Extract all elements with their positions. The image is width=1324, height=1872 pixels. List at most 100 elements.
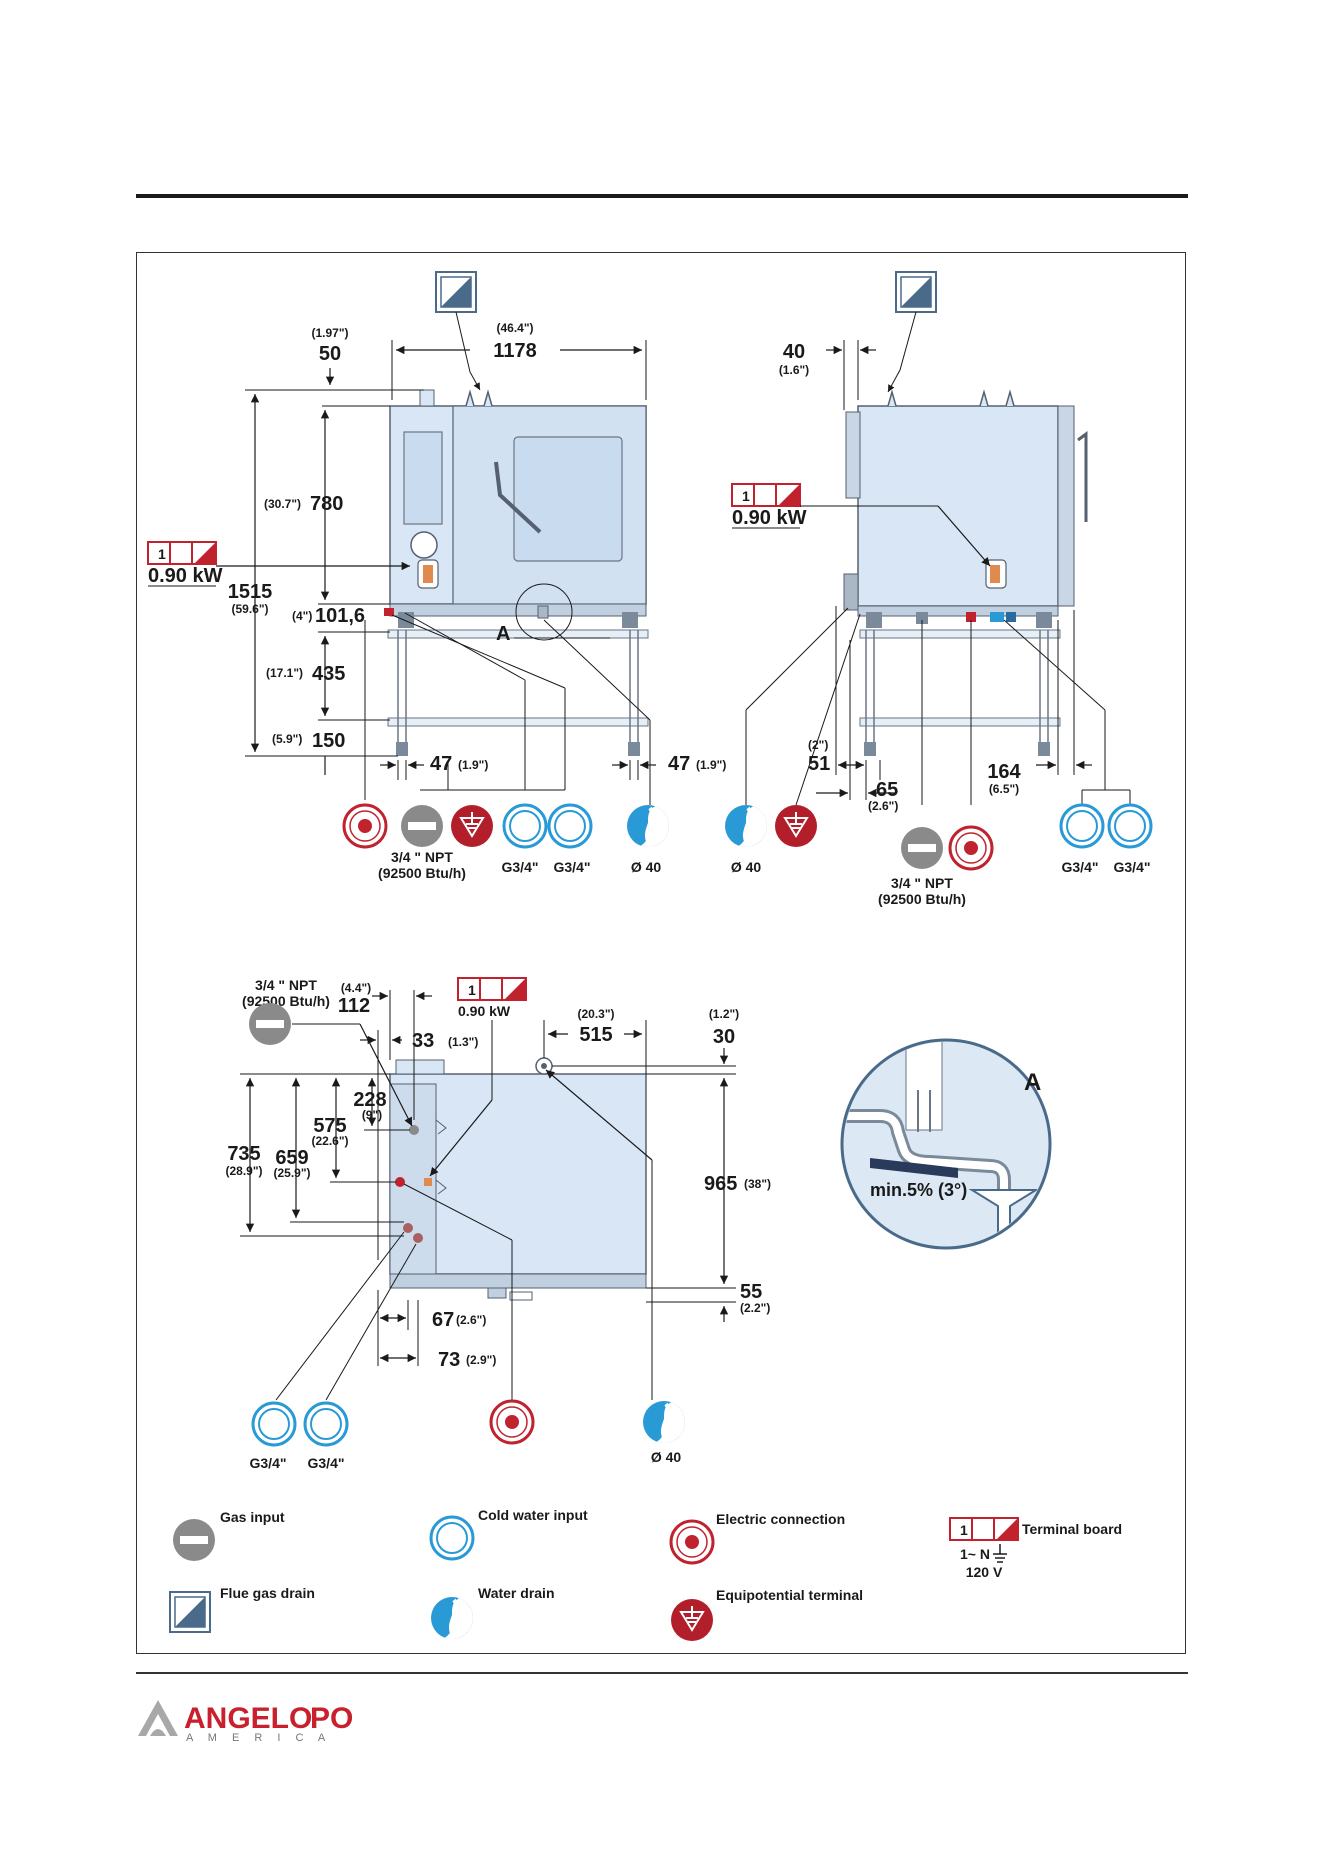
brand-name-1: ANGELO	[184, 1702, 312, 1735]
side-offset2-mm: 65	[876, 779, 898, 801]
top-d67-mm: 67	[432, 1309, 454, 1331]
front-stand-mm: 435	[312, 663, 345, 685]
top-drain-icon	[641, 1399, 693, 1451]
front-oven-height-in: (30.7")	[264, 497, 301, 511]
legend-cold-water: Cold water input	[478, 1507, 588, 1523]
top-terminal-power: 0.90 kW	[458, 1003, 511, 1019]
side-right-in: (6.5")	[989, 782, 1019, 796]
front-right-offset-mm: 47	[668, 753, 690, 775]
front-water-input-icon-1	[502, 803, 548, 849]
front-top-in: (1.97")	[311, 326, 348, 340]
legend-equipotential-icon	[670, 1598, 714, 1642]
legend-electric-icon	[669, 1519, 715, 1565]
top-d965-in: (38")	[744, 1177, 771, 1191]
front-equipotential-icon	[450, 804, 494, 848]
top-d30-mm: 30	[713, 1026, 735, 1048]
front-gas-icon	[401, 805, 443, 847]
detail-a-slope: min.5% (3°)	[870, 1180, 967, 1200]
front-width-in: (46.4")	[496, 321, 533, 335]
top-d965-mm: 965	[704, 1173, 737, 1195]
top-d30-in: (1.2")	[709, 1007, 739, 1021]
side-equipotential-icon	[774, 804, 818, 848]
legend-supply-1: 1~ N	[960, 1546, 990, 1562]
legend-supply-2: 120 V	[966, 1564, 1003, 1580]
front-gas-label-2: (92500 Btu/h)	[378, 865, 466, 881]
side-top-mm: 40	[783, 341, 805, 363]
top-d33-mm: 33	[412, 1030, 434, 1052]
legend-equipotential: Equipotential terminal	[716, 1587, 863, 1603]
front-stand-in: (17.1")	[266, 666, 303, 680]
top-view: 3/4 " NPT (92500 Btu/h) (4.4") 112 1 0.9…	[225, 977, 771, 1471]
top-d67-in: (2.6")	[456, 1313, 486, 1327]
detail-a-label: A	[1024, 1069, 1041, 1096]
brand-logo: ANGELO PO A M E R I C A	[138, 1700, 353, 1744]
top-d735-in: (28.9")	[225, 1164, 262, 1178]
top-d575-in: (22.6")	[311, 1134, 348, 1148]
side-offset1-mm: 51	[808, 753, 830, 775]
side-water-input-icon-2	[1107, 803, 1153, 849]
top-water-label-1: G3/4"	[250, 1455, 287, 1471]
side-water-label-1: G3/4"	[1062, 859, 1099, 875]
legend-gas-icon	[173, 1519, 215, 1561]
front-right-offset-in: (1.9")	[696, 758, 726, 772]
front-left-offset-mm: 47	[430, 753, 452, 775]
front-oven-height-mm: 780	[310, 493, 343, 515]
header-rule	[136, 194, 1188, 198]
top-d55-mm: 55	[740, 1281, 762, 1303]
legend-terminal: Terminal board	[1022, 1521, 1122, 1537]
side-electric-icon	[948, 825, 994, 871]
front-water-label-1: G3/4"	[502, 859, 539, 875]
top-d575-mm: 575	[313, 1115, 346, 1137]
brand-name-2: PO	[310, 1702, 353, 1735]
legend-cold-water-icon	[429, 1515, 475, 1561]
top-d73-mm: 73	[438, 1349, 460, 1371]
top-water-input-icon-2	[303, 1401, 349, 1447]
side-gas-icon	[901, 827, 943, 869]
legend-drain: Water drain	[478, 1585, 555, 1601]
top-d659-mm: 659	[275, 1147, 308, 1169]
side-top-in: (1.6")	[779, 363, 809, 377]
top-d112-mm: 112	[338, 995, 370, 1017]
legend-gas: Gas input	[220, 1509, 285, 1525]
front-water-input-icon-2	[547, 803, 593, 849]
side-gas-label-2: (92500 Btu/h)	[878, 891, 966, 907]
side-terminal-number: 1	[742, 488, 750, 504]
top-electric-icon	[489, 1399, 535, 1445]
side-drain-icon	[723, 803, 775, 855]
legend-flue: Flue gas drain	[220, 1585, 315, 1601]
top-d73-in: (2.9")	[466, 1353, 496, 1367]
side-terminal-power: 0.90 kW	[732, 507, 807, 529]
top-gas-label-1: 3/4 " NPT	[255, 977, 317, 993]
front-gas-label-1: 3/4 " NPT	[391, 849, 453, 865]
top-d228-mm: 228	[353, 1089, 386, 1111]
top-terminal-number: 1	[468, 982, 476, 998]
front-detail-a-label: A	[496, 623, 510, 645]
top-d735-mm: 735	[227, 1143, 260, 1165]
legend: Gas input Cold water input Electric conn…	[169, 1507, 1122, 1647]
side-gas-label-1: 3/4 " NPT	[891, 875, 953, 891]
top-d55-in: (2.2")	[740, 1301, 770, 1315]
legend-electric: Electric connection	[716, 1511, 845, 1527]
top-drain-label: Ø 40	[651, 1449, 682, 1465]
side-offset1-in: (2")	[808, 738, 828, 752]
top-d515-in: (20.3")	[577, 1007, 614, 1021]
front-foot-mm: 150	[312, 730, 345, 752]
footer-rule	[136, 1672, 1188, 1674]
front-water-label-2: G3/4"	[554, 859, 591, 875]
front-terminal-power: 0.90 kW	[148, 565, 223, 587]
front-width-mm: 1178	[493, 340, 536, 362]
top-d33-in: (1.3")	[448, 1035, 478, 1049]
front-total-height-mm: 1515	[228, 581, 273, 603]
side-drain-label: Ø 40	[731, 859, 762, 875]
top-water-label-2: G3/4"	[308, 1455, 345, 1471]
front-drain-icon	[625, 803, 677, 855]
side-water-input-icon-1	[1059, 803, 1105, 849]
legend-drain-icon	[429, 1595, 481, 1647]
front-flue-icon	[435, 271, 477, 313]
front-terminal-number: 1	[158, 546, 166, 562]
brand-sub: A M E R I C A	[186, 1732, 331, 1744]
front-electric-icon	[342, 803, 388, 849]
legend-flue-icon	[169, 1591, 211, 1633]
front-view: (46.4") 1178 (1.97") 50 1515 (59.6") (30…	[147, 271, 726, 881]
